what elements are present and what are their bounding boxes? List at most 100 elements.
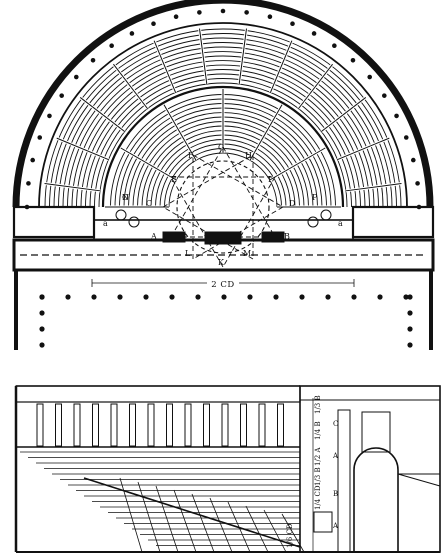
inscribed-triangle <box>170 146 276 238</box>
aisle-upper <box>321 97 367 132</box>
aisle-upper <box>269 40 293 93</box>
scene-arch <box>353 447 399 552</box>
label-P: P <box>312 193 318 202</box>
colonnade-dot <box>367 74 373 80</box>
label-F: F <box>188 151 194 160</box>
label-H: H <box>245 151 252 160</box>
section-column <box>129 403 136 447</box>
aisle-upper <box>79 97 125 132</box>
seat-row-arc <box>76 60 370 208</box>
colonnade-dot <box>37 135 43 140</box>
colonnade-dot <box>244 10 249 15</box>
upper-colonnade <box>36 403 284 447</box>
aisle-upper <box>153 40 177 93</box>
label-a-left: a <box>103 219 108 228</box>
section-labels: 1/3 B 1/4 B 1/2 A 1/3 B 1/4 CD 1/6 CD C … <box>286 395 339 548</box>
vault-rib <box>227 501 251 553</box>
colonnade-dot <box>90 57 96 63</box>
colonnade-dot <box>394 113 399 119</box>
portico-column <box>299 294 305 300</box>
portico-column <box>169 294 175 300</box>
section-column <box>258 403 266 447</box>
outer-colonnade-dots <box>24 8 422 210</box>
aisle-upper <box>298 63 333 109</box>
portico-column <box>195 294 201 300</box>
section-letter-A2: A <box>332 522 339 530</box>
label-M: M <box>243 249 251 258</box>
label-a-right: a <box>338 219 343 228</box>
aisle-upper <box>199 28 208 85</box>
portico-column <box>39 310 45 316</box>
section-column <box>221 403 229 447</box>
label-C: C <box>146 199 152 208</box>
section-column <box>36 403 44 447</box>
colonnade-dot <box>197 10 202 15</box>
section-column <box>166 403 173 447</box>
outer-wall <box>12 0 434 208</box>
section-column <box>240 403 247 447</box>
portico-column <box>65 294 71 300</box>
section-column <box>203 403 210 447</box>
periaktos-left-2 <box>128 216 140 228</box>
colonnade-dot <box>220 8 226 14</box>
section-letter-C: C <box>333 420 338 428</box>
portico-column <box>91 294 97 300</box>
colonnade-dot <box>30 157 35 163</box>
stage-block-left <box>12 205 96 239</box>
label-E: E <box>171 175 177 184</box>
section-label-2: 1/4 B <box>314 421 322 440</box>
section-label-3: 1/2 A <box>314 447 322 466</box>
seat-row-arc <box>49 33 397 208</box>
portico-column <box>351 294 357 300</box>
label-L: L <box>185 249 191 258</box>
colonnade-dot <box>47 113 52 119</box>
stage-door <box>313 511 333 533</box>
seat-row-arc <box>71 55 375 208</box>
aisle-lower <box>269 147 326 181</box>
portico-column <box>39 342 45 348</box>
portico-column <box>407 326 413 332</box>
colonnade-dot <box>267 14 273 19</box>
scene-roof-slope <box>397 473 441 487</box>
colonnade-dot <box>59 93 64 98</box>
portico-column <box>247 294 253 300</box>
label-D: D <box>289 199 295 208</box>
vault-rib <box>119 477 143 553</box>
colonnade-dot <box>290 21 295 27</box>
colonnade-dot <box>73 74 79 80</box>
seat-row-arc <box>85 69 361 208</box>
inscribed-triangle <box>170 176 276 268</box>
aisle-upper <box>44 183 101 192</box>
portico-column <box>377 294 383 300</box>
colonnade-dot <box>151 21 156 27</box>
seat-row-arc <box>94 78 352 208</box>
aisle-upper <box>337 137 390 161</box>
portico-columns <box>39 294 413 348</box>
diazoma-arc <box>101 85 345 208</box>
section-column <box>110 403 118 447</box>
scene-upper-window <box>361 411 391 453</box>
seat-row-arc <box>58 42 388 208</box>
aisle-upper <box>56 137 109 161</box>
label-O: O <box>122 193 129 202</box>
section-label-5: 1/4 CD <box>314 485 322 510</box>
colonnade-dot <box>311 31 317 36</box>
radial-aisles <box>44 28 402 209</box>
portico-column <box>403 294 409 300</box>
colonnade-dot <box>129 31 135 36</box>
scene-right-annex <box>397 473 441 553</box>
seat-row-arc <box>53 37 393 208</box>
seat-row-arc <box>98 82 348 208</box>
aisle-upper <box>238 28 247 85</box>
label-N: N <box>122 193 129 202</box>
scene-wall <box>299 385 441 553</box>
colonnade-dot <box>415 181 420 186</box>
section-column <box>92 403 99 447</box>
portico-column <box>221 294 227 300</box>
vault-rib <box>173 489 197 553</box>
vault-rib <box>191 493 215 553</box>
section-letter-B: B <box>333 490 338 498</box>
inscribed-triangles <box>162 146 284 268</box>
theatre-plan <box>12 0 435 350</box>
portico-column <box>39 326 45 332</box>
